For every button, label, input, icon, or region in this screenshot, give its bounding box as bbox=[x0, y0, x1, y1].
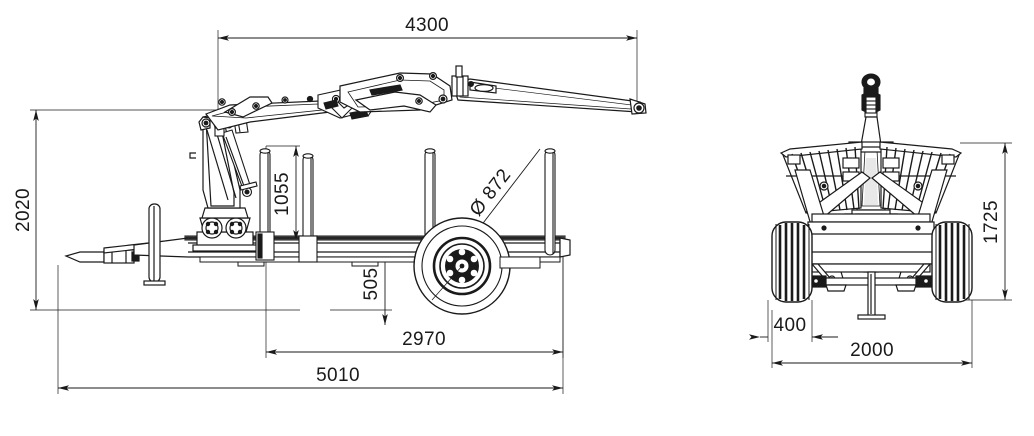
dimension-label-872: Ø 872 bbox=[466, 165, 516, 220]
pto-shaft bbox=[861, 73, 881, 118]
stake-2 bbox=[302, 153, 314, 256]
chassis-crossmember bbox=[807, 213, 935, 279]
dimension-label-2000: 2000 bbox=[850, 340, 894, 361]
dimension-label-505: 505 bbox=[361, 268, 382, 301]
dimension-label-1055: 1055 bbox=[272, 172, 293, 216]
stake-pockets bbox=[255, 231, 318, 263]
dimension-label-4300: 4300 bbox=[405, 15, 449, 36]
dimension-label-2970: 2970 bbox=[402, 329, 446, 350]
stake-4 bbox=[544, 148, 556, 256]
dimension-5010: 5010 bbox=[58, 365, 563, 391]
crane-base-valve-block bbox=[192, 207, 258, 252]
rear-view: 1725 400 2000 bbox=[749, 73, 1012, 368]
dimension-label-2020: 2020 bbox=[13, 188, 34, 232]
wheel-assembly bbox=[413, 217, 511, 315]
dimension-4300: 4300 bbox=[218, 15, 637, 41]
dimension-2020: 2020 bbox=[13, 110, 39, 310]
dimension-label-1725: 1725 bbox=[981, 200, 1002, 244]
dimension-label-5010: 5010 bbox=[316, 365, 360, 386]
dimension-2970: 2970 bbox=[266, 329, 563, 355]
tyre-left bbox=[771, 221, 813, 303]
support-leg bbox=[143, 203, 166, 286]
dimension-label-400: 400 bbox=[774, 315, 807, 336]
dimension-400: 400 bbox=[749, 315, 838, 340]
crane-outer-boom bbox=[339, 71, 453, 113]
tyre-right bbox=[931, 221, 973, 303]
centre-support-leg bbox=[857, 271, 886, 320]
crane-extension-boom bbox=[451, 65, 647, 115]
side-view: 4300 2020 1055 505 2970 5010 bbox=[13, 15, 647, 394]
dimension-2000: 2000 bbox=[772, 340, 972, 366]
dimension-1725: 1725 bbox=[981, 143, 1008, 300]
dimension-1055: 1055 bbox=[272, 146, 299, 241]
crane-main-boom bbox=[205, 96, 332, 131]
axle-stub bbox=[499, 256, 541, 269]
